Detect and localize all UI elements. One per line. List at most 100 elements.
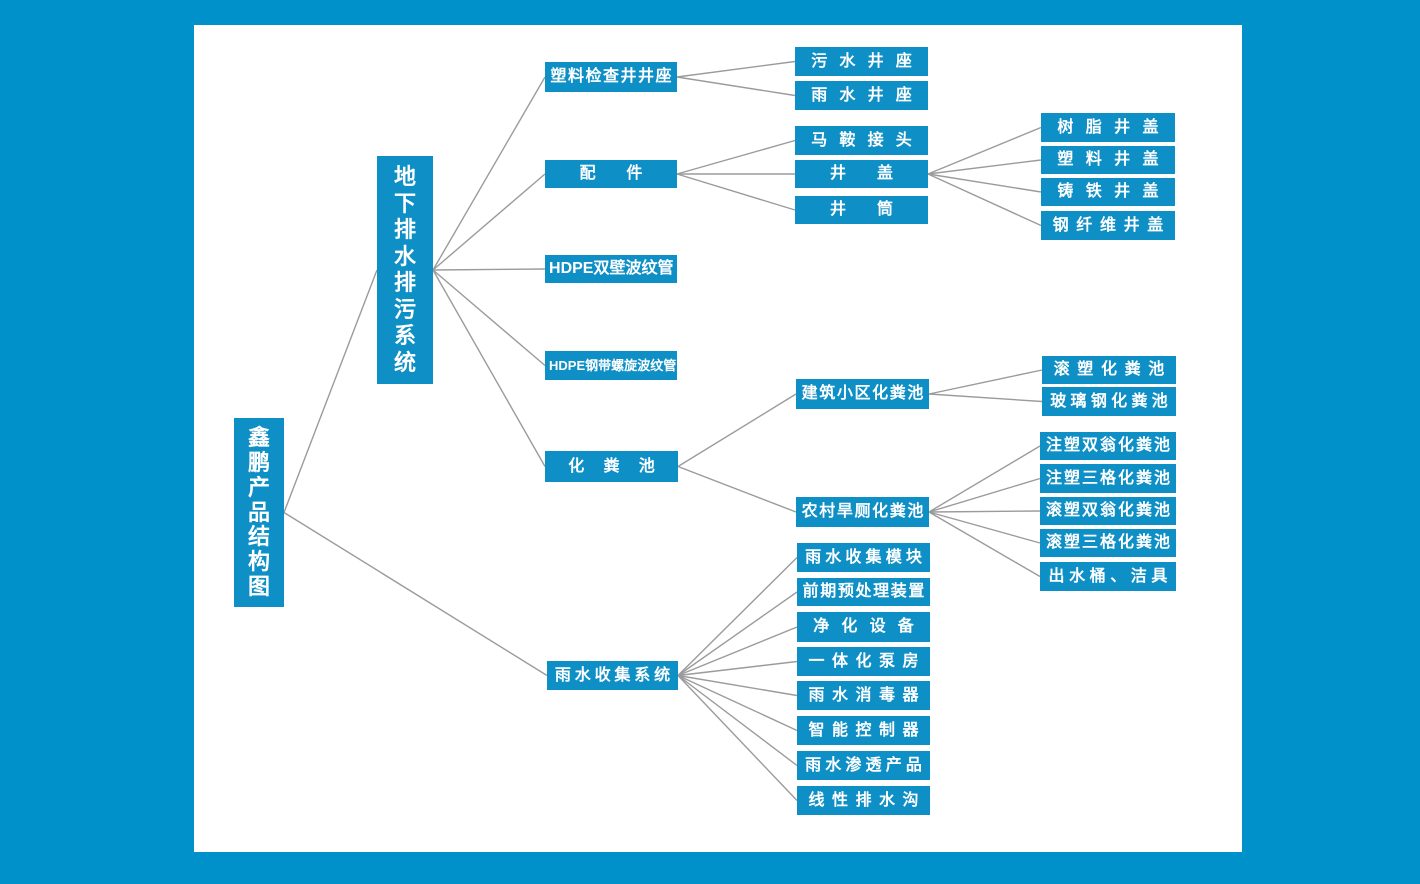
node-label-char: 铁 xyxy=(1085,183,1102,200)
node-label-char: 置 xyxy=(908,583,925,600)
node-label-char: 井 xyxy=(1114,151,1131,168)
node-label-char: 铸 xyxy=(1057,183,1074,200)
node-label-char: 制 xyxy=(878,721,895,739)
node-label-char: 线 xyxy=(808,791,825,809)
node-label-char: 纤 xyxy=(1076,216,1093,234)
node-g2: 塑料井盖 xyxy=(1041,146,1175,174)
node-label-char: 化 xyxy=(855,652,872,670)
node-label-char: 雨 xyxy=(554,666,571,684)
node-c3: 注塑双翁化粪池 xyxy=(1040,432,1176,460)
node-label-char: 池 xyxy=(1153,534,1170,551)
node-label-char: 结 xyxy=(247,524,270,550)
node-label-char: 筒 xyxy=(876,201,893,218)
node-label-char: 雨 xyxy=(805,548,822,566)
node-r4: 一体化泵房 xyxy=(797,647,930,676)
node-label-char: 设 xyxy=(869,618,886,635)
node-label-char: 滚 xyxy=(1045,502,1062,519)
node-r3: 净化设备 xyxy=(797,612,930,642)
node-label-char: 前 xyxy=(802,583,819,600)
node-label-char: 座 xyxy=(895,86,912,104)
node-wushui: 污水井座 xyxy=(795,47,928,76)
node-huafen: 化粪池 xyxy=(545,451,678,482)
node-label-char: 集 xyxy=(614,666,631,684)
node-label-char: 维 xyxy=(1099,216,1116,234)
node-jingtong: 井筒 xyxy=(795,196,928,224)
node-label-char: 格 xyxy=(1099,469,1116,487)
node-label-char: 粪 xyxy=(1131,392,1148,410)
node-label-char: 鹏 xyxy=(247,449,270,475)
node-c4: 注塑三格化粪池 xyxy=(1040,464,1176,493)
node-jianzhu: 建筑小区化粪池 xyxy=(796,379,929,409)
node-label-char: 井 xyxy=(1123,216,1140,234)
node-label-char: 粪 xyxy=(1135,502,1152,519)
node-label-char: 注 xyxy=(1045,469,1062,487)
node-label-char: 查 xyxy=(602,68,619,85)
node-label-char: 统 xyxy=(654,666,671,684)
node-label-char: 水 xyxy=(393,243,416,269)
node-label-char: 塑 xyxy=(1063,437,1080,454)
node-label-char: 化 xyxy=(1117,437,1134,454)
node-label-char: 鞍 xyxy=(839,131,856,149)
node-label-char: 品 xyxy=(247,499,270,525)
node-label-char: 排 xyxy=(393,270,416,296)
node-label-char: 系 xyxy=(393,323,416,349)
node-c6: 滚塑三格化粪池 xyxy=(1040,529,1176,557)
node-label-char: 翁 xyxy=(1099,502,1116,519)
node-label-char: 双 xyxy=(1081,502,1098,519)
node-label-char: 粪 xyxy=(1135,437,1152,454)
node-label-char: 马 xyxy=(811,131,828,149)
node-label-char: 塑 xyxy=(1063,534,1080,551)
node-label-char: 料 xyxy=(1085,151,1102,168)
node-label-char: 化 xyxy=(568,457,585,475)
node-label-char: 沟 xyxy=(902,791,919,809)
node-label-char: 粪 xyxy=(603,457,620,475)
node-label-char: 泵 xyxy=(878,652,895,670)
node-label-char: 钢 xyxy=(1090,392,1107,410)
node-label-char: 璃 xyxy=(1070,392,1087,410)
node-label-char: 盖 xyxy=(1147,216,1164,234)
node-label-char: 化 xyxy=(1117,502,1134,519)
node-yujz: 雨水井座 xyxy=(795,81,928,110)
node-label-char: 井 xyxy=(867,86,884,104)
node-label-char: 塑 xyxy=(550,68,567,85)
node-label-char: 块 xyxy=(905,548,922,566)
node-label-char: 带 xyxy=(598,358,612,373)
node-label-char: 区 xyxy=(854,385,871,402)
node-label-char: P xyxy=(567,358,577,373)
node-label-char: 图 xyxy=(247,574,270,600)
node-label-char: 池 xyxy=(907,385,924,402)
node-label-char: 建 xyxy=(801,385,818,402)
node-label-char: 盖 xyxy=(1142,151,1159,168)
node-label-char: 注 xyxy=(1045,437,1062,454)
node-label-char: 池 xyxy=(1153,469,1170,487)
node-label-char: 管 xyxy=(657,260,674,277)
node-sys: 地下排水排污系统 xyxy=(377,156,433,384)
node-label-char: H xyxy=(549,260,561,277)
node-label-char: 器 xyxy=(902,721,919,739)
node-label-char: 构 xyxy=(247,549,270,575)
node-nongcun: 农村旱厕化粪池 xyxy=(796,497,929,527)
node-label-char: 钢 xyxy=(1052,216,1069,234)
node-label-char: 集 xyxy=(865,548,882,566)
node-label-char: 器 xyxy=(902,686,919,704)
node-label-char: 检 xyxy=(585,68,602,85)
node-g4: 钢纤维井盖 xyxy=(1041,211,1175,240)
node-label-char: 雨 xyxy=(811,86,828,104)
node-label-char: 塑 xyxy=(1077,361,1094,378)
node-label-char: 化 xyxy=(1100,361,1117,378)
node-r2: 前期预处理装置 xyxy=(797,578,930,606)
node-label-char: 井 xyxy=(637,68,654,85)
node-label-char: 粪 xyxy=(889,503,906,520)
node-r8: 线性排水沟 xyxy=(797,786,930,815)
node-r1: 雨水收集模块 xyxy=(797,543,930,572)
node-label-char: 粪 xyxy=(1135,534,1152,551)
node-label-char: 装 xyxy=(890,583,907,600)
node-label-char: 农 xyxy=(801,503,818,520)
node-label-char: 纹 xyxy=(641,260,658,277)
node-label-char: 水 xyxy=(839,52,856,70)
node-label-char: 盖 xyxy=(1142,183,1159,200)
node-label-char: 化 xyxy=(1117,534,1134,551)
node-label-char: 玻 xyxy=(1050,392,1067,410)
